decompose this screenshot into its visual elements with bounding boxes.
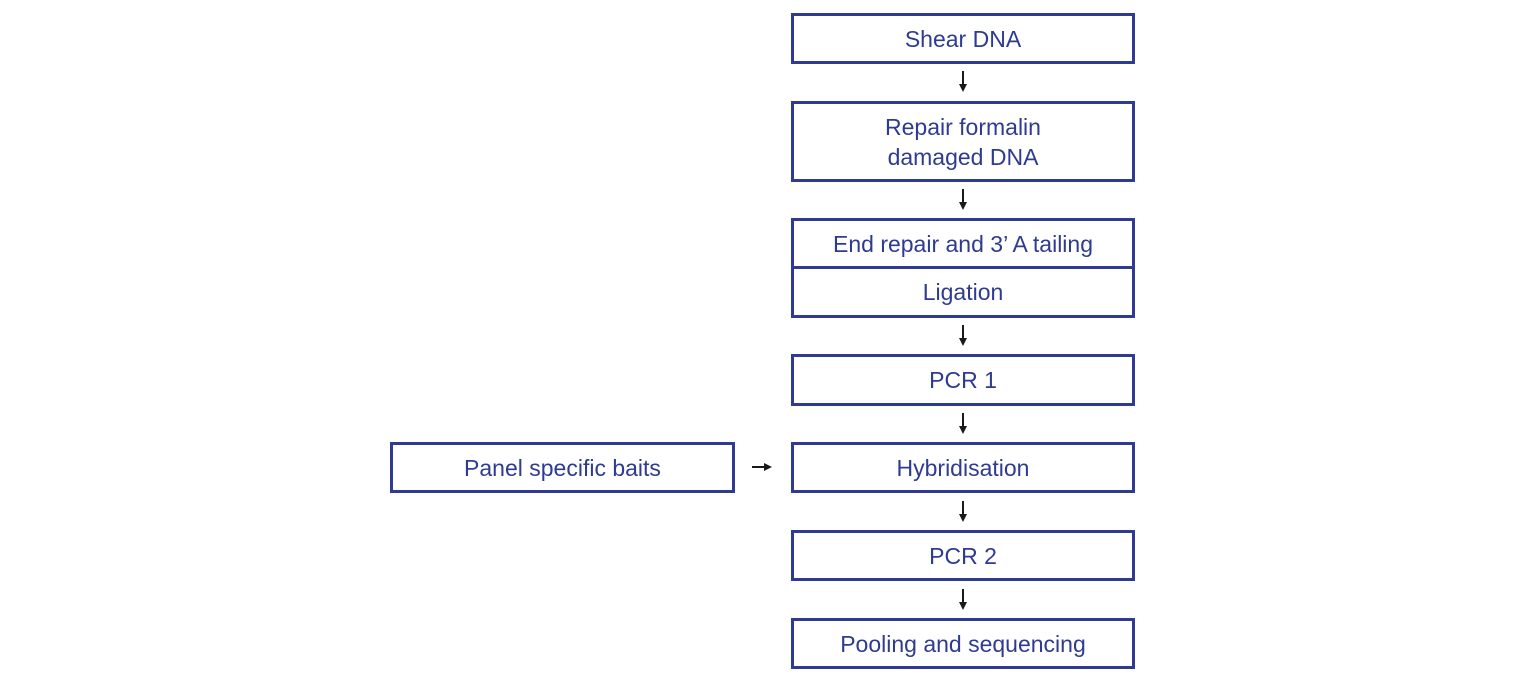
step-pcr-1: PCR 1	[791, 354, 1135, 406]
step-ligation: Ligation	[791, 266, 1135, 318]
step-shear-dna: Shear DNA	[791, 13, 1135, 64]
step-pooling-and-sequencing: Pooling and sequencing	[791, 618, 1135, 669]
input-panel-specific-baits: Panel specific baits	[390, 442, 735, 493]
step-pcr-2: PCR 2	[791, 530, 1135, 581]
step-end-repair-a-tailing: End repair and 3’ A tailing	[791, 218, 1135, 269]
step-repair-formalin-damaged-dna: Repair formalin damaged DNA	[791, 101, 1135, 182]
step-hybridisation: Hybridisation	[791, 442, 1135, 493]
